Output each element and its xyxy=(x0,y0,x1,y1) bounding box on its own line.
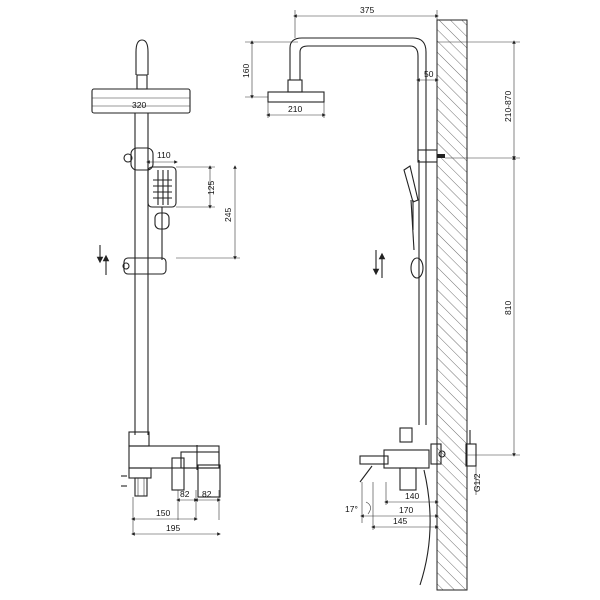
wall-hatch xyxy=(436,19,468,591)
dim-handshower-head-length: 125 xyxy=(206,181,216,195)
front-slide-arrows xyxy=(96,245,110,275)
side-wall-bracket xyxy=(417,149,438,163)
dim-arm-length: 375 xyxy=(360,5,374,15)
side-slide-arrows xyxy=(372,250,386,278)
dim-thread: G1/2 xyxy=(472,473,482,492)
side-mixer xyxy=(359,427,477,491)
dim-head-depth: 210 xyxy=(288,104,302,114)
dim-spout-reach-a: 170 xyxy=(399,505,413,515)
side-shower-head xyxy=(267,91,325,103)
dim-arm-drop: 50 xyxy=(424,69,434,79)
front-top-arm xyxy=(135,39,149,75)
dim-mixer-depth: 140 xyxy=(405,491,419,501)
dim-spout-reach-b: 145 xyxy=(393,516,407,526)
front-hand-shower xyxy=(147,166,177,260)
front-wall-bracket xyxy=(123,153,133,163)
dim-rail-length: 810 xyxy=(503,301,513,315)
front-mixer xyxy=(121,431,221,498)
dim-overall-width: 195 xyxy=(166,523,180,533)
side-hose xyxy=(419,469,431,586)
front-view: 320 110 125 245 xyxy=(91,39,240,536)
dim-handshower-width: 110 xyxy=(157,150,171,160)
dim-mixer-width: 150 xyxy=(156,508,170,518)
dim-adjust-range: 210-870 xyxy=(503,91,513,122)
front-shower-head xyxy=(91,88,191,114)
dim-spout-offset-a: 82 xyxy=(180,489,190,499)
dim-spout-angle: 17° xyxy=(345,504,358,514)
side-hand-shower xyxy=(403,165,424,279)
side-view: 375 160 210 50 210-870 810 xyxy=(241,5,520,591)
dim-handshower-total-length: 245 xyxy=(223,208,233,222)
dim-head-width: 320 xyxy=(132,100,146,110)
side-top-arm xyxy=(289,37,427,160)
front-slider xyxy=(123,257,167,275)
front-head-connector xyxy=(136,74,148,90)
front-rail-joint xyxy=(130,147,154,171)
dim-head-height: 160 xyxy=(241,64,251,78)
dim-spout-offset-b: 82 xyxy=(202,489,212,499)
